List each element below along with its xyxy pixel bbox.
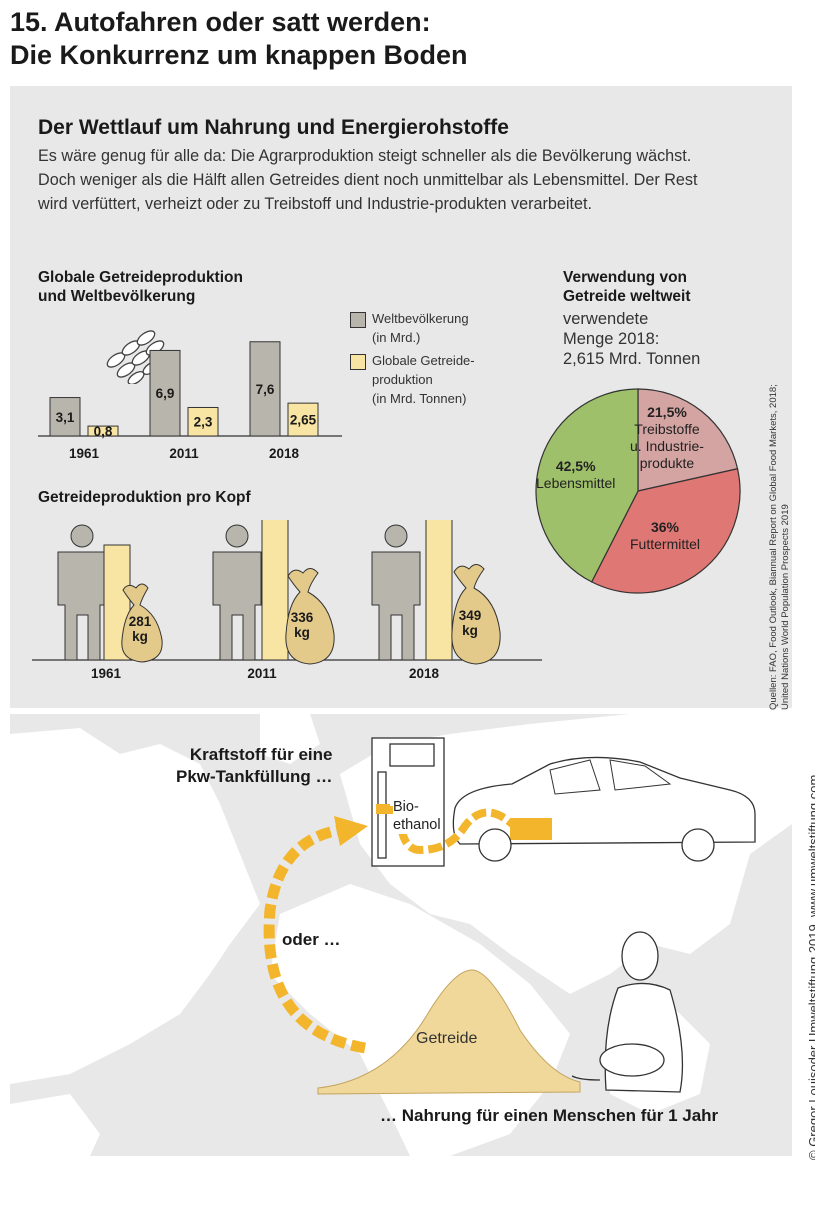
grain-sack-icon [285,568,335,665]
grain-bar [87,425,119,437]
subheading: Der Wettlauf um Nahrung und Energierohst… [38,116,509,139]
population-value-label: 3,1 [56,410,75,425]
legend-population: Weltbevölkerung (in Mrd.) [372,309,469,347]
sources-text: Quellen: FAO, Food Outlook, Biannual Rep… [768,384,792,710]
population-bar [149,349,181,437]
grain-value-label: 2,3 [194,415,213,430]
legend-grain: Globale Getreide- produktion (in Mrd. To… [372,351,475,408]
page-title-line1: 15. Autofahren oder satt werden: [10,7,431,37]
per-capita-value-1961: 281 kg [120,614,160,644]
person-eating-icon [571,931,684,1093]
per-capita-value-2018: 349 kg [450,608,490,638]
population-value-label: 7,6 [256,382,275,397]
population-bar [49,397,81,437]
pie-value-industry: 21,5% [647,404,687,420]
pie-text-food: Lebensmittel [536,475,616,491]
intro-text: Es wäre genug für alle da: Die Agrarprod… [38,147,698,213]
arrow-head-icon [334,816,368,846]
pie-chart [535,388,741,594]
bar-year-label: 1961 [69,446,100,461]
legend-swatch-grain [350,354,366,370]
bar-year-label: 2018 [269,446,300,461]
grain-heap [317,969,581,1095]
food-label: … Nahrung für einen Menschen für 1 Jahr [380,1106,719,1125]
per-capita-unit: kg [462,623,478,638]
bioethanol-label: Bio- ethanol [393,798,441,834]
per-capita-graphic [32,520,542,665]
grain-sack-icon [451,564,501,665]
bar-year-label: 2011 [169,446,199,461]
fuel-label-line1: Kraftstoff für eine [189,745,333,764]
pie-slice-industry [637,388,739,492]
pie-chart-subtitle-line1: verwendete [563,310,649,328]
grain-value-label: 2,65 [290,413,317,428]
pie-text-industry-line3: produkte [639,455,695,471]
pie-label-feed: 36% Futtermittel [630,519,700,553]
bar-chart: 3,1 0,8 1961 6,9 2,3 2011 7,6 2,65 2018 [38,341,342,461]
pie-text-industry-line1: Treibstoffe [634,421,700,437]
bar-chart-title: Globale Getreideproduktion und Weltbevöl… [38,268,243,306]
grain-sack-icon [121,583,163,663]
pie-chart-subtitle-line2: Menge 2018: [563,330,660,348]
pie-slice-feed [590,468,741,594]
page-title: 15. Autofahren oder satt werden: Die Kon… [10,6,468,72]
person-icon [57,524,107,661]
grain-bar [287,402,319,437]
per-capita-bar [261,520,289,661]
fuel-label: Kraftstoff für eine Pkw-Tankfüllung … [176,744,332,788]
car-icon [452,756,756,862]
pie-chart-subtitle: verwendete Menge 2018: 2,615 Mrd. Tonnen [563,309,700,369]
per-capita-value-2011: 336 kg [282,610,322,640]
per-capita-year-2018: 2018 [408,666,440,681]
legend-swatch-population [350,312,366,328]
bioethanol-label-line2: ethanol [393,817,441,833]
legend-population-line2: (in Mrd.) [372,330,421,345]
legend-grain-line2: produktion [372,372,433,387]
pie-text-industry-line2: u. Industrie- [630,438,704,454]
copyright: © Gregor Louisoder Umweltstiftung 2019, … [806,774,815,1160]
pie-chart-subtitle-line3: 2,615 Mrd. Tonnen [563,350,701,368]
pie-label-industry: 21,5% Treibstoffe u. Industrie- produkte [630,404,704,472]
population-bar [249,341,281,437]
fuel-vs-food-illustration [263,737,756,1095]
pie-slice-food [535,388,639,583]
per-capita-year-1961: 1961 [90,666,122,681]
pie-chart-title-line1: Verwendung von [563,269,688,286]
grain-value-label: 0,8 [94,424,113,439]
pie-value-food: 42,5% [555,458,596,474]
bar-chart-title-line2: und Weltbevölkerung [38,288,196,305]
per-capita-unit: kg [294,625,310,640]
grain-bar [187,406,219,437]
page-title-line2: Die Konkurrenz um knappen Boden [10,40,468,70]
per-capita-number: 336 [290,610,314,625]
arrow-arc [263,824,366,1054]
population-value-label: 6,9 [156,386,175,401]
pie-chart-title: Verwendung von Getreide weltweit [563,268,690,306]
legend-population-line1: Weltbevölkerung [372,311,469,326]
bar-chart-title-line1: Globale Getreideproduktion [38,269,243,286]
fuel-label-line2: Pkw-Tankfüllung … [176,767,333,786]
sources-line1: Quellen: FAO, Food Outlook, Biannual Rep… [768,384,779,710]
pie-value-feed: 36% [650,519,680,535]
person-icon [371,524,421,661]
ethanol-tank [376,804,390,814]
pie-label-food: 42,5% Lebensmittel [536,458,615,492]
pie-text-feed: Futtermittel [630,536,701,552]
sources-line2: United Nations World Population Prospect… [780,504,791,710]
legend-grain-line3: (in Mrd. Tonnen) [372,391,467,406]
grain-heap-label: Getreide [416,1030,478,1047]
legend-grain-line1: Globale Getreide- [372,353,475,368]
ethanol-flow [382,806,515,855]
per-capita-unit: kg [132,629,148,644]
bioethanol-label-line1: Bio- [393,799,419,815]
per-capita-title: Getreideproduktion pro Kopf [38,489,251,506]
person-icon [212,524,262,661]
or-label: oder … [282,930,341,949]
pie-chart-title-line2: Getreide weltweit [563,288,691,305]
per-capita-number: 281 [128,614,152,629]
per-capita-year-2011: 2011 [247,666,277,681]
per-capita-bar [425,520,453,661]
per-capita-number: 349 [458,608,482,623]
